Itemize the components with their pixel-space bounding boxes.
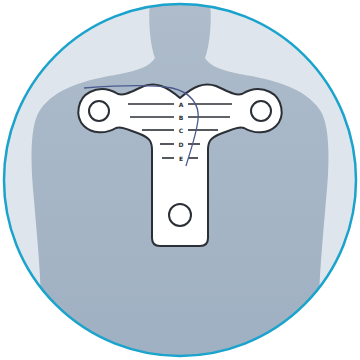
electrode-right [251,101,271,121]
electrode-left [89,101,109,121]
electrode-bottom [169,204,191,226]
frame-circle [4,4,356,356]
marker-letter: E [178,155,184,162]
marker-letter: D [178,141,185,148]
marker-letter: A [178,101,185,108]
ecg-patch [78,85,281,247]
torso-silhouette [32,0,329,360]
marker-lines [128,104,232,158]
marker-letter: C [178,127,184,134]
marker-letter: B [178,114,185,121]
lead-wire [84,86,198,166]
